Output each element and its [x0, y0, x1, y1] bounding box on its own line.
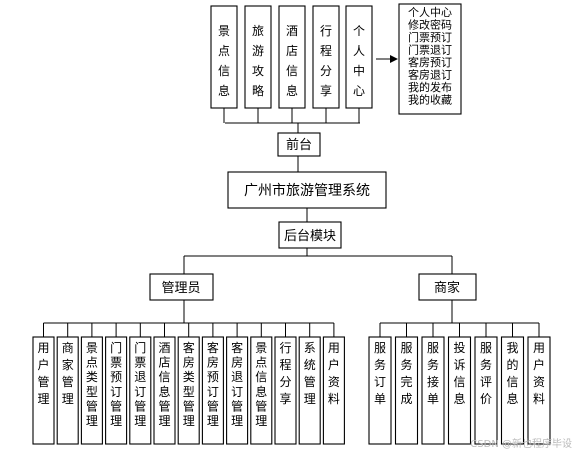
front-modules-group: 景点信息 旅游攻略 酒店信息 行程分享 个人中心	[210, 5, 373, 123]
merchant-module-label: 投诉信息	[453, 340, 465, 406]
admin-module-box	[201, 336, 224, 445]
admin-module-box	[177, 336, 200, 445]
admin-module-label: 系统管理	[304, 341, 316, 406]
admin-module-box	[226, 336, 249, 445]
admin-module-label: 门票退订管理	[134, 340, 146, 428]
admin-module-label: 景点类型管理	[86, 341, 98, 428]
front-module-box	[312, 5, 340, 109]
front-module-label: 酒店信息	[286, 24, 298, 98]
merchant-module-label: 服务订单	[374, 341, 386, 406]
front-box	[277, 132, 321, 157]
merchant-label: 商家	[434, 280, 460, 296]
personal-center-detail-box	[398, 3, 462, 115]
admin-module-label: 用户管理	[37, 341, 49, 406]
merchant-module-box	[474, 336, 498, 445]
admin-module-box	[32, 336, 55, 445]
merchant-module-box	[421, 336, 445, 445]
admin-modules-group: 用户管理商家管理景点类型管理门票预订管理门票退订管理酒店信息管理客房类型管理客房…	[32, 322, 345, 445]
admin-module-label: 客房退订管理	[231, 340, 243, 428]
front-module-box	[210, 5, 238, 109]
backend-label: 后台模块	[284, 229, 336, 244]
admin-module-label: 景点信息管理	[255, 341, 267, 428]
merchant-module-label: 服务完成	[400, 341, 412, 406]
backend-box	[278, 221, 342, 249]
admin-module-label: 客房预订管理	[207, 340, 219, 428]
front-module-label: 景点信息	[218, 24, 230, 98]
admin-module-label: 门票预订管理	[110, 340, 122, 428]
merchant-module-box	[527, 336, 551, 445]
admin-module-box	[129, 336, 152, 445]
front-module-label: 行程分享	[320, 24, 332, 98]
merchant-module-box	[447, 336, 472, 445]
merchant-modules-group: 服务订单 服务完成 服务接单 投诉信息 服务评价 我的信息 用户资料	[368, 322, 551, 445]
admin-module-box	[105, 336, 128, 445]
admin-module-box	[250, 336, 273, 445]
front-module-box	[278, 5, 306, 109]
admin-module-box	[80, 336, 103, 445]
merchant-module-label: 服务接单	[427, 341, 439, 406]
personal-center-item: 我的发布	[408, 80, 452, 94]
front-module-box	[244, 5, 272, 109]
admin-module-box	[153, 336, 176, 445]
merchant-module-box	[394, 336, 419, 445]
admin-module-label: 用户资料	[328, 341, 340, 406]
admin-module-box	[56, 336, 79, 445]
personal-center-item: 客房退订	[408, 68, 452, 82]
root-title: 广州市旅游管理系统	[244, 182, 370, 199]
personal-center-item: 我的收藏	[408, 93, 452, 107]
merchant-module-label: 我的信息	[506, 341, 518, 406]
merchant-module-box	[500, 336, 525, 445]
personal-center-item: 个人中心	[408, 6, 452, 19]
admin-module-box	[274, 336, 297, 445]
admin-module-label: 商家管理	[62, 340, 74, 406]
admin-module-label: 酒店信息管理	[158, 341, 170, 428]
admin-module-label: 行程分享	[279, 341, 291, 406]
personal-center-item: 门票退订	[408, 43, 452, 57]
admin-module-box	[322, 336, 345, 445]
merchant-module-label: 用户资料	[533, 341, 545, 406]
root-box	[227, 171, 387, 209]
merchant-module-box	[368, 336, 392, 445]
merchant-box	[418, 273, 477, 301]
admin-box	[149, 273, 214, 301]
front-module-label: 旅游攻略	[252, 24, 264, 98]
admin-module-box	[298, 336, 321, 445]
watermark: CSDN @新也程序毕设	[470, 437, 572, 450]
personal-center-item: 门票预订	[408, 30, 452, 44]
arrow-head-icon	[390, 55, 398, 63]
front-module-label: 个人中心	[353, 24, 365, 98]
personal-center-item: 客房预订	[408, 55, 452, 69]
front-label: 前台	[286, 137, 312, 153]
personal-center-item: 修改密码	[408, 18, 452, 32]
merchant-module-label: 服务评价	[480, 341, 492, 406]
admin-label: 管理员	[161, 281, 200, 296]
admin-module-label: 客房类型管理	[183, 340, 195, 428]
